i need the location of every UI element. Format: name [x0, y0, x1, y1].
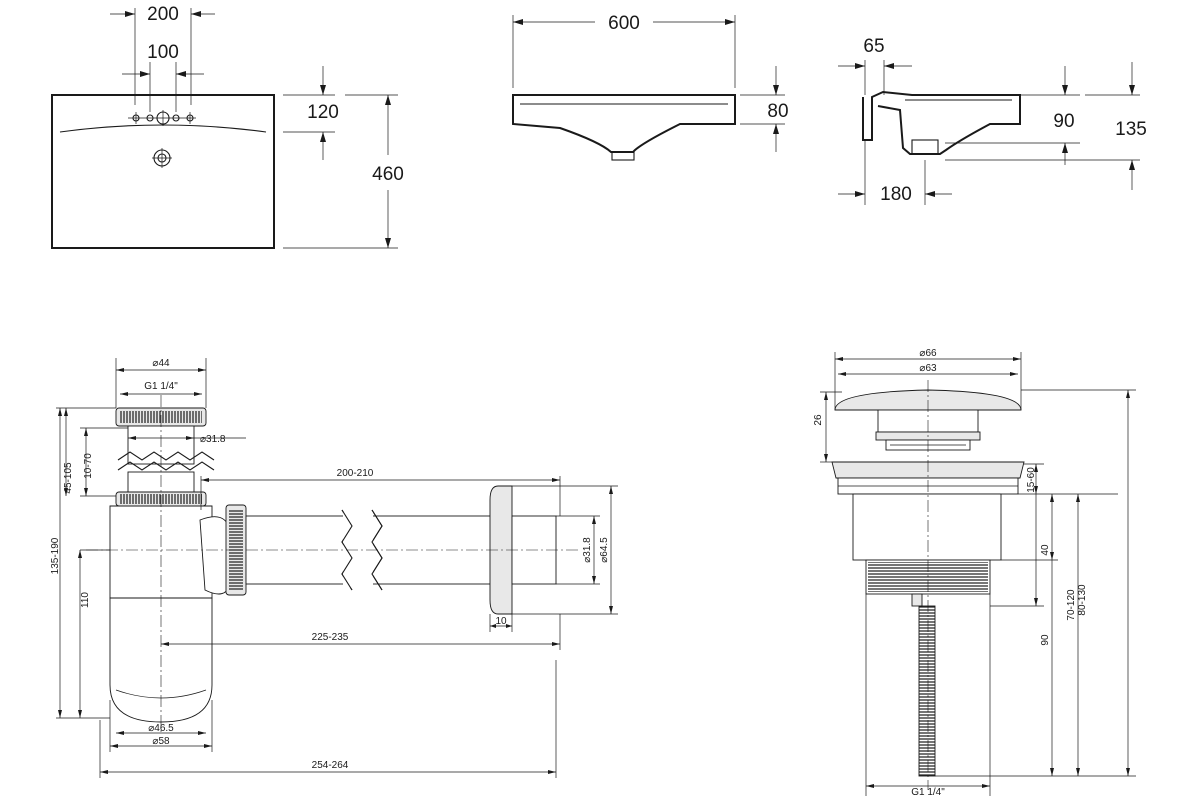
dim-45-105-label: 45-105 — [63, 462, 74, 494]
dim-254-264-label: 254-264 — [312, 760, 349, 771]
dim-70-120-label: 70-120 — [1066, 589, 1077, 621]
basin-rim-line — [59, 124, 267, 133]
dim-80-130-label: 80-130 — [1077, 584, 1088, 616]
valve-body — [852, 493, 1002, 561]
siphon-break-top — [117, 451, 215, 461]
basin-top-view: 200 100 120 460 — [51, 4, 404, 249]
dim-15-60-label: 15-60 — [1026, 467, 1037, 493]
dim-10-70-label: 10-70 — [83, 453, 94, 479]
dim-bottle-outer-label: ⌀58 — [152, 736, 170, 747]
siphon-break-bottom — [117, 461, 215, 471]
dim-26-label: 26 — [813, 414, 824, 426]
basin-side-view: 65 90 135 180 — [838, 36, 1147, 205]
tap-holes — [128, 110, 196, 126]
dim-180-label: 180 — [880, 184, 912, 205]
dim-135-190-label: 135-190 — [50, 537, 61, 574]
dim-460-label: 460 — [372, 164, 404, 185]
dim-outlet-diameter-label: ⌀31.8 — [582, 537, 593, 563]
basin-front-view: 600 80 — [512, 13, 789, 161]
dim-cap-inner-label: ⌀63 — [919, 363, 937, 374]
dim-inlet-diameter-label: ⌀31.8 — [200, 434, 226, 445]
dim-thread-bottom-label: G1 1/4" — [911, 787, 945, 798]
dim-90-label: 90 — [1053, 111, 1074, 132]
dim-200-210-label: 200-210 — [337, 468, 374, 479]
dim-135-label: 135 — [1115, 119, 1147, 140]
dim-225-235-label: 225-235 — [312, 632, 349, 643]
basin-side-drain — [911, 139, 939, 155]
drain-hole — [152, 148, 172, 168]
dim-100-label: 100 — [147, 42, 179, 63]
dim-120-label: 120 — [307, 102, 339, 123]
dim-40-label: 40 — [1040, 544, 1051, 556]
bottle-siphon-drawing: ⌀44 G1 1/4" ⌀31.8 45-105 10-70 135-190 1… — [50, 358, 618, 778]
dim-110-label: 110 — [80, 592, 91, 608]
siphon-outlet-elbow — [199, 516, 231, 595]
basin-side-outline — [862, 90, 1021, 155]
dim-90-valve-label: 90 — [1040, 634, 1051, 646]
dim-cap-outer-label: ⌀66 — [919, 348, 937, 359]
dim-65-label: 65 — [863, 36, 884, 57]
valve-threaded-rod — [918, 605, 936, 777]
drain-valve-drawing: ⌀66 ⌀63 26 15-60 40 90 70-120 80-130 G1 … — [813, 348, 1136, 798]
dim-flange-diameter-label: ⌀64.5 — [599, 537, 610, 563]
basin-front-drain — [611, 151, 635, 161]
valve-rod-nut — [911, 593, 923, 607]
dim-80-label: 80 — [767, 101, 788, 122]
dim-thread-top-label: G1 1/4" — [144, 381, 178, 392]
basin-outline — [51, 94, 275, 249]
dim-10-label: 10 — [495, 616, 507, 627]
dim-bottle-inner-label: ⌀46.5 — [148, 723, 174, 734]
dim-200-label: 200 — [147, 4, 179, 25]
dim-diameter-44-label: ⌀44 — [152, 358, 170, 369]
dim-600-label: 600 — [608, 13, 640, 34]
